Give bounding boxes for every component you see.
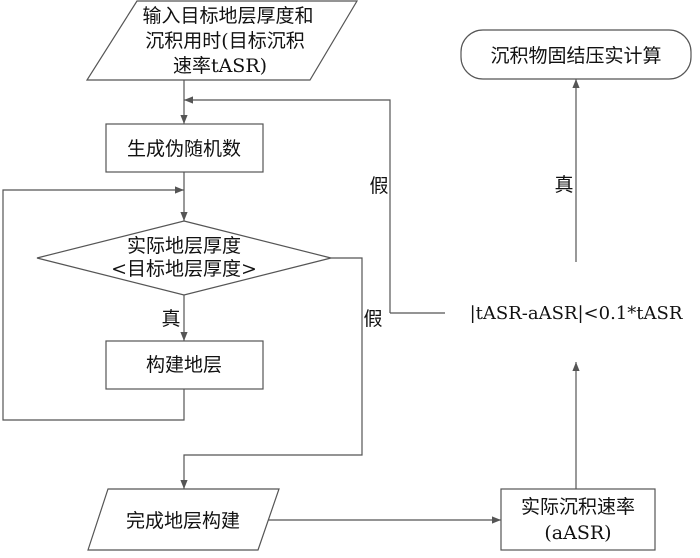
- complete-label: 完成地层构建: [126, 510, 240, 532]
- input-parallelogram: [85, 0, 359, 81]
- edge-label-condition-false: 假: [369, 175, 388, 197]
- input-line3: 速率tASR): [173, 55, 267, 77]
- build-box: [105, 340, 264, 390]
- actual-rate-line1: 实际沉积速率: [521, 496, 635, 518]
- actual-rate-box: [500, 488, 656, 551]
- edge-label-decision-false: 假: [363, 308, 382, 330]
- build-label: 构建地层: [146, 354, 222, 376]
- input-line2: 沉积用时(目标沉积: [145, 30, 304, 52]
- edge-label-decision-true: 真: [161, 308, 180, 330]
- result-rounded-box: [460, 29, 692, 80]
- condition-label: |tASR-aASR|<0.1*tASR: [470, 303, 683, 324]
- decision-diamond: [36, 220, 332, 296]
- complete-parallelogram: [87, 488, 280, 551]
- decision-line2: <目标地层厚度>: [111, 258, 257, 280]
- result-label: 沉积物固结压实计算: [490, 45, 661, 67]
- edge-label-condition-true: 真: [554, 174, 573, 196]
- generate-label: 生成伪随机数: [127, 138, 241, 160]
- generate-box: [105, 123, 264, 173]
- input-line1: 输入目标地层厚度和: [142, 5, 313, 27]
- edge-build-loop: [2, 186, 185, 421]
- actual-rate-line2: (aASR): [544, 522, 611, 544]
- edge-condition-false-loop: [184, 96, 391, 313]
- edge-decision-false: [180, 257, 363, 489]
- decision-line1: 实际地层厚度: [127, 235, 241, 257]
